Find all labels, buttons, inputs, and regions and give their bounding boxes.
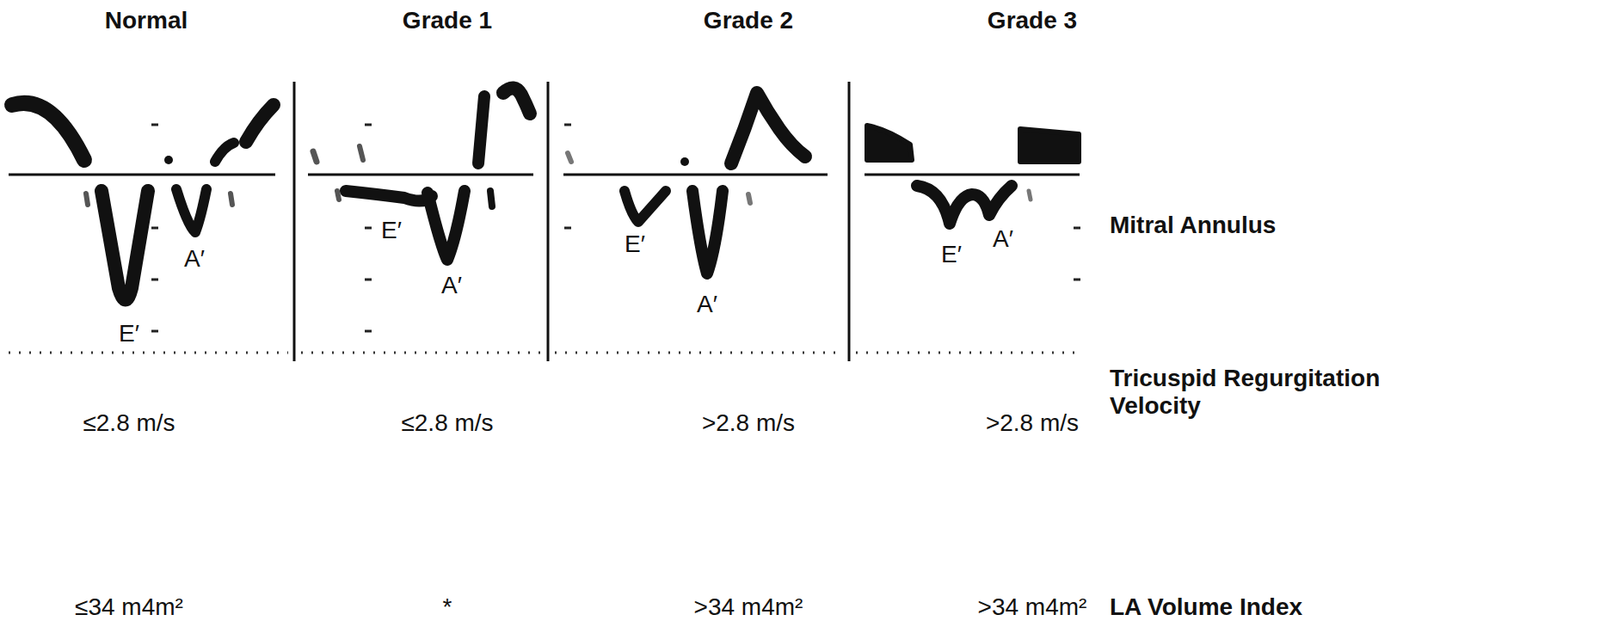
wave-label: A′	[184, 245, 205, 273]
tissue-doppler-waves	[12, 87, 1079, 300]
table-cell: >2.8 m/s	[701, 409, 795, 437]
panel-heading: Grade 1	[402, 6, 493, 35]
panel-heading: Grade 3	[987, 6, 1077, 35]
table-cell: *	[443, 593, 453, 622]
wave-label: A′	[696, 290, 718, 319]
table-cell: >34 m4m²	[978, 593, 1088, 622]
time-markers	[8, 351, 1080, 355]
scale-ticks	[151, 124, 1081, 332]
panel-heading: Normal	[104, 6, 188, 35]
table-cell: >34 m4m²	[694, 593, 804, 622]
table-cell: ≤34 m4m²	[74, 593, 184, 622]
wave-label: E′	[118, 320, 140, 348]
row-label: Mitral Annulus	[1109, 211, 1276, 240]
wave-label: A′	[441, 271, 462, 300]
wave-label: A′	[992, 225, 1014, 253]
wave-label: E′	[624, 230, 646, 259]
panel-heading: Grade 2	[703, 6, 794, 35]
row-label: LA Volume Index	[1109, 593, 1303, 622]
table-cell: ≤2.8 m/s	[82, 409, 175, 437]
wave-label: E′	[941, 240, 962, 269]
wave-label: E′	[381, 216, 402, 245]
table-cell: ≤2.8 m/s	[400, 409, 493, 437]
baselines	[8, 173, 1080, 177]
table-cell: >2.8 m/s	[985, 409, 1079, 437]
panel-separators	[294, 81, 850, 362]
row-label: Tricuspid Regurgitation Velocity	[1109, 364, 1420, 420]
